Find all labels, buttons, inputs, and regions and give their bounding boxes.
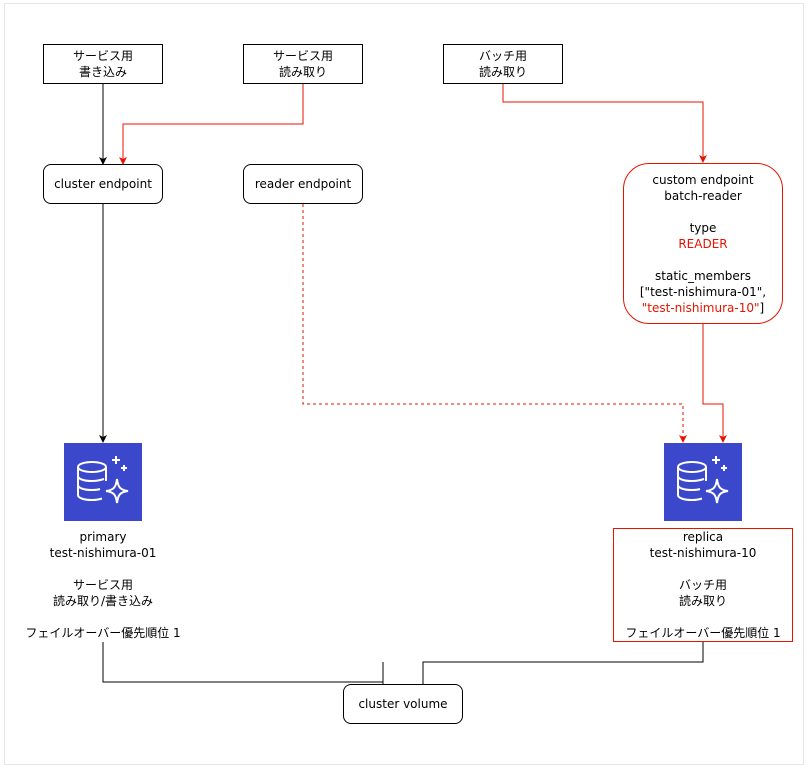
connector-volume-left-riser: [103, 662, 383, 684]
client-service-write-line2: 書き込み: [78, 65, 127, 79]
replica-aurora-database-icon: [664, 443, 742, 521]
replica-usage2: 読み取り: [678, 594, 727, 608]
client-service-write: サービス用 書き込み: [43, 44, 163, 84]
primary-role: primary: [79, 530, 127, 544]
custom-endpoint-members-line1: ["test-nishimura-01",: [639, 284, 767, 299]
replica-failover: フェイルオーバー優先順位 1: [625, 626, 781, 640]
custom-endpoint: custom endpoint batch-reader type READER…: [623, 163, 783, 324]
reader-endpoint: reader endpoint: [243, 164, 363, 204]
database-sparkle-icon: [77, 456, 129, 504]
primary-name: test-nishimura-01: [49, 546, 157, 560]
custom-endpoint-members-line2-wrap: "test-nishimura-10"]: [642, 300, 764, 316]
replica-highlight-box: [613, 528, 793, 642]
connector-primary-volume-join: [102, 642, 343, 683]
connector-custom-to-replica: [702, 324, 727, 443]
primary-usage1: サービス用: [72, 578, 133, 592]
custom-endpoint-title2: batch-reader: [664, 188, 742, 203]
replica-role: replica: [682, 530, 724, 544]
client-batch-read: バッチ用 読み取り: [443, 44, 563, 84]
client-service-read-line2: 読み取り: [278, 65, 327, 79]
replica-usage1: バッチ用: [678, 578, 727, 592]
client-batch-read-line2: 読み取り: [478, 65, 527, 79]
custom-endpoint-title1: custom endpoint: [652, 172, 754, 187]
client-service-read: サービス用 読み取り: [243, 44, 363, 84]
primary-aurora-database-icon: [64, 443, 142, 521]
replica-name: test-nishimura-10: [649, 546, 757, 560]
custom-endpoint-type-label: type: [689, 220, 717, 235]
client-service-write-line1: サービス用: [72, 49, 133, 63]
connector-replica-to-volume: [422, 642, 704, 684]
client-service-read-line1: サービス用: [272, 49, 333, 63]
cluster-endpoint-label: cluster endpoint: [54, 177, 152, 191]
custom-endpoint-type-value: READER: [678, 236, 728, 251]
cluster-volume-label: cluster volume: [358, 697, 448, 711]
connector-batch-to-custom: [502, 84, 707, 163]
diagram-frame: [4, 3, 804, 765]
client-batch-read-line1: バッチ用: [478, 49, 527, 63]
connector-primary-to-volume: [102, 642, 384, 684]
connector-reader-to-replica: [302, 204, 687, 443]
database-sparkle-icon: [677, 456, 729, 504]
connector-read-to-cluster: [119, 84, 304, 165]
primary-failover: フェイルオーバー優先順位 1: [25, 626, 181, 640]
cluster-endpoint: cluster endpoint: [43, 164, 163, 204]
reader-endpoint-label: reader endpoint: [254, 177, 352, 191]
custom-endpoint-members-line2: "test-nishimura-10": [641, 300, 760, 315]
primary-usage2: 読み取り/書き込み: [52, 594, 154, 608]
custom-endpoint-members-label: static_members: [655, 268, 751, 283]
custom-endpoint-members-close: ]: [759, 300, 765, 315]
cluster-volume: cluster volume: [343, 684, 463, 724]
